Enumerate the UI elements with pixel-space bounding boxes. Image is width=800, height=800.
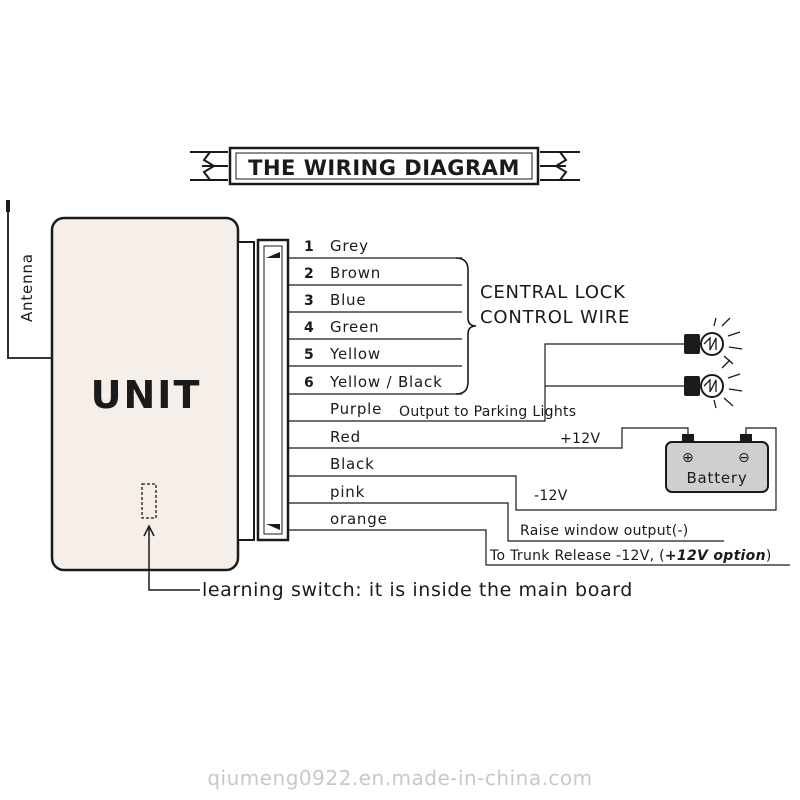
wire-list: 1 Grey 2 Brown 3 Blue 4 Green 5 Yellow 6… xyxy=(288,237,790,566)
wire-num: 3 xyxy=(304,293,314,309)
battery-body xyxy=(665,441,769,493)
connector-back xyxy=(237,241,255,541)
light-rays xyxy=(713,359,743,409)
wire-num: 2 xyxy=(304,266,314,282)
wire-label-red: Red xyxy=(330,428,361,446)
bulb-bottom xyxy=(684,359,743,409)
trunk-release-note: To Trunk Release -12V, (+12V option) xyxy=(489,548,772,564)
raise-window-note: Raise window output(-) xyxy=(520,523,689,539)
battery-label: Battery xyxy=(686,469,747,487)
bulb-filament xyxy=(703,378,717,393)
central-lock-bracket xyxy=(455,257,477,395)
wire-label-black: Black xyxy=(330,455,375,473)
watermark: qiumeng0922.en.made-in-china.com xyxy=(207,766,592,790)
connector-latch-bottom xyxy=(266,524,280,530)
parking-lights xyxy=(684,317,743,409)
wire-line-pink xyxy=(288,502,724,542)
antenna-label: Antenna xyxy=(18,253,36,322)
minus12v-note: -12V xyxy=(534,488,568,504)
wire-num: 6 xyxy=(304,375,314,391)
banner-frame xyxy=(228,146,540,186)
parking-lights-note: Output to Parking Lights xyxy=(399,404,576,420)
wire-label-yellow: Yellow xyxy=(329,345,381,363)
battery: ⊕ ⊖ Battery xyxy=(665,434,769,493)
banner-right-ornament xyxy=(540,151,580,181)
trunk-close-paren: ) xyxy=(766,548,772,564)
wire-num: 4 xyxy=(304,320,314,336)
wire-label-green: Green xyxy=(330,318,379,336)
central-lock-label-2: CONTROL WIRE xyxy=(480,307,630,328)
trunk-option-text: +12V option xyxy=(665,548,766,564)
title-banner: THE WIRING DIAGRAM xyxy=(190,146,580,186)
wire-label-yellow-black: Yellow / Black xyxy=(329,373,443,391)
bulb-base xyxy=(684,334,700,354)
wire-label-pink: pink xyxy=(330,483,365,501)
bulb-base xyxy=(684,376,700,396)
antenna-wire xyxy=(7,212,54,359)
wire-label-orange: orange xyxy=(330,510,388,528)
learning-switch-note: learning switch: it is inside the main b… xyxy=(202,579,633,601)
wire-line-orange xyxy=(288,529,790,566)
wire-line-purple xyxy=(288,343,684,422)
wire-label-purple: Purple xyxy=(330,400,382,418)
connector-latch-top xyxy=(266,252,280,258)
battery-plus-icon: ⊕ xyxy=(682,450,694,466)
connector-inner xyxy=(263,245,283,535)
unit-module: UNIT learning switch: it is inside the m… xyxy=(50,216,633,601)
unit-label: UNIT xyxy=(91,373,202,417)
wire-label-blue: Blue xyxy=(330,291,366,309)
banner-left-ornament xyxy=(190,151,228,181)
bulb-filament xyxy=(703,336,717,351)
battery-terminal-positive xyxy=(682,434,694,442)
plus12v-note: +12V xyxy=(560,431,600,447)
learning-switch xyxy=(141,483,157,519)
wire-label-grey: Grey xyxy=(330,237,369,255)
bulb-glass xyxy=(700,374,724,398)
battery-minus-icon: ⊖ xyxy=(738,450,750,466)
wire-line-red xyxy=(288,427,689,449)
trunk-release-text: To Trunk Release -12V, ( xyxy=(489,548,665,564)
banner-inner-frame xyxy=(235,152,533,180)
wire-label-brown: Brown xyxy=(330,264,381,282)
diagram-title: THE WIRING DIAGRAM xyxy=(248,156,520,180)
battery-terminal-negative xyxy=(740,434,752,442)
bulb-top xyxy=(684,317,743,365)
wire-line-black xyxy=(288,427,777,511)
wire-num: 1 xyxy=(304,239,314,255)
light-rays xyxy=(713,317,743,365)
connector xyxy=(237,238,290,542)
antenna-tip xyxy=(6,200,10,212)
wire-num: 5 xyxy=(304,347,314,363)
learning-switch-arrow xyxy=(143,524,200,591)
central-lock-label: CENTRAL LOCK xyxy=(480,282,626,303)
antenna: Antenna xyxy=(6,200,54,359)
bulb-glass xyxy=(700,332,724,356)
